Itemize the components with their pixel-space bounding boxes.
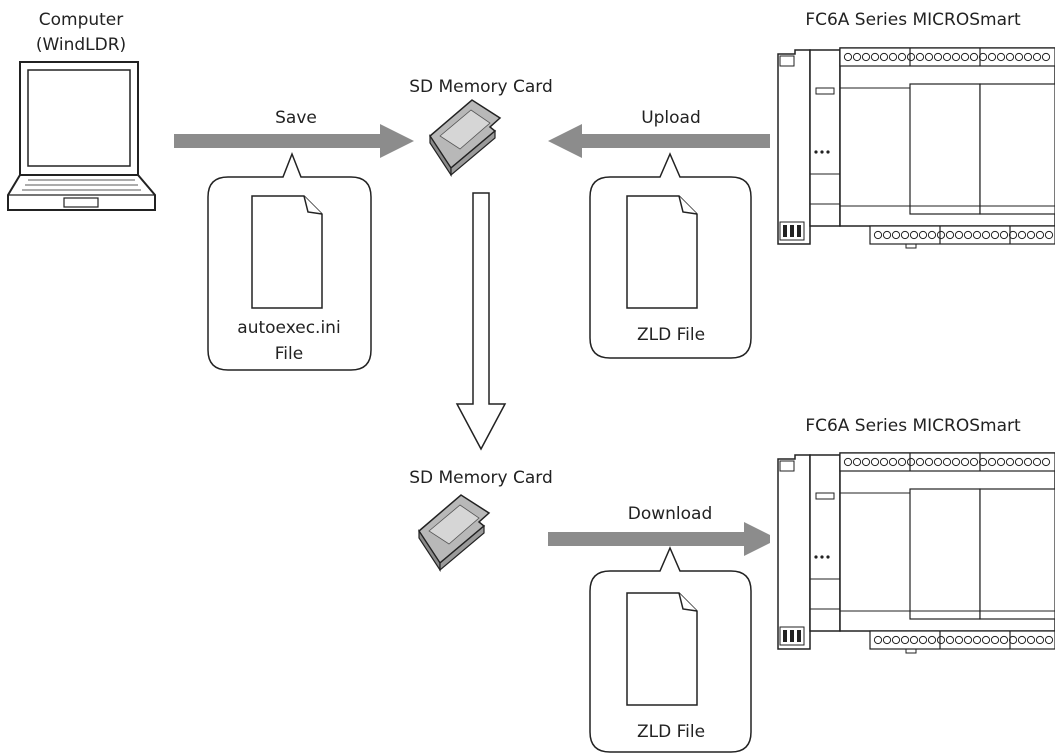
zld-upload-callout: ZLD File [589,152,752,359]
sd-card-top-icon [429,99,501,176]
autoexec-callout: autoexec.ini File [207,151,372,371]
computer-label-line2: (WindLDR) [36,35,126,55]
computer-label-line1: Computer [39,10,124,30]
upload-arrow [548,124,776,158]
plc-top-label: FC6A Series MICROSmart [805,10,1021,30]
document-icon [251,195,323,309]
download-arrow [548,522,778,556]
sd-card-bottom-label: SD Memory Card [409,468,553,488]
zld-download-callout: ZLD File [589,546,752,753]
save-label: Save [275,108,317,128]
plc-top-device [769,43,1055,250]
zld-upload-file-label: ZLD File [637,325,705,345]
save-arrow [174,124,414,158]
sd-card-top-label: SD Memory Card [409,77,553,97]
sd-card-bottom-icon [418,494,490,571]
autoexec-file-line1: autoexec.ini [237,318,340,338]
document-icon [626,195,698,309]
vertical-transfer-arrow [455,192,507,451]
upload-label: Upload [641,108,701,128]
laptop-icon [7,61,156,211]
autoexec-file-line2: File [275,344,303,364]
plc-bottom-device [769,448,1055,655]
plc-bottom-label: FC6A Series MICROSmart [805,416,1021,436]
document-icon [626,592,698,706]
zld-download-file-label: ZLD File [637,722,705,742]
download-label: Download [628,504,713,524]
